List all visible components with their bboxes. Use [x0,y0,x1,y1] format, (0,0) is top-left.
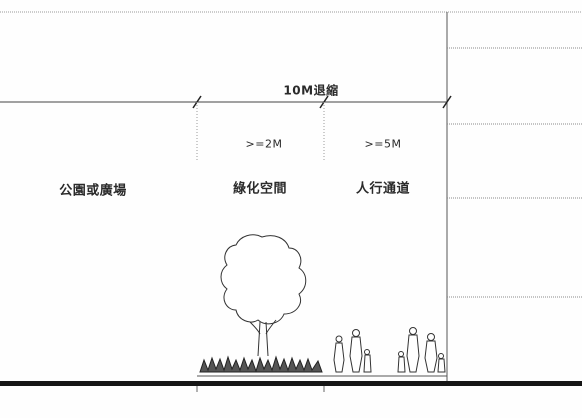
zone-green-label: 綠化空間 [232,181,288,197]
zone-walkway-label: 人行通道 [355,181,411,197]
ground-line [0,381,582,386]
pedestrian-group-right [397,327,446,373]
green-min-width-label: >=2M [245,137,283,151]
tree-outline [220,234,307,357]
dimension-line [0,95,452,109]
tick-mark-right [442,95,452,109]
pedestrian-group-left [333,329,372,373]
total-setback-label: 10M退縮 [283,83,339,98]
extension-lines [196,102,325,162]
building-facade [446,12,582,384]
shrub-row [199,355,323,373]
zone-park-label: 公園或廣場 [59,183,127,199]
walkway-min-width-label: >=5M [364,137,402,151]
